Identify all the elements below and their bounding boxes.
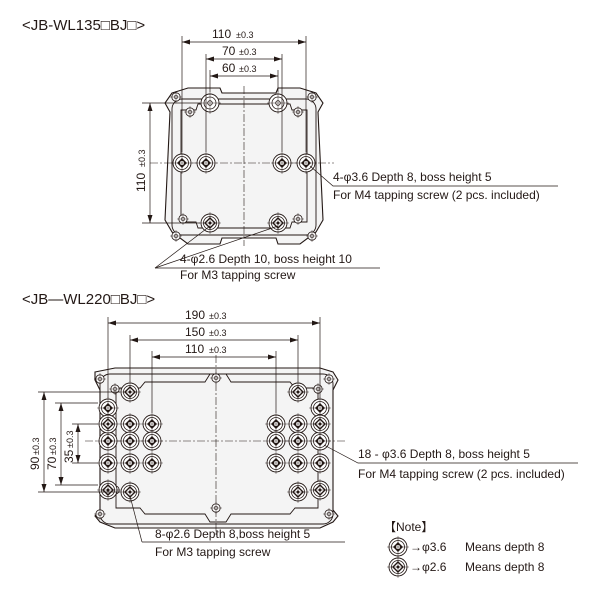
note-row1-arrow: →φ3.6 — [410, 540, 447, 554]
dim-value: 70 — [45, 456, 59, 470]
dim-value: 150 — [185, 325, 205, 339]
jb-wl135-title: <JB-WL135□BJ□> — [22, 17, 145, 34]
jb-wl220-dim-90: 90 ±0.3 — [28, 391, 120, 493]
dim-value: 110 — [212, 27, 231, 41]
callout-text: For M4 tapping screw (2 pcs. included) — [358, 467, 565, 481]
jb-wl135-view: <JB-WL135□BJ□> 110 ± — [22, 17, 558, 282]
dim-value: 90 — [28, 456, 42, 470]
dim-value: 110 — [185, 342, 204, 356]
dim-value: 190 — [185, 308, 205, 322]
note-row1-text: Means depth 8 — [465, 540, 545, 554]
legend-note: 【Note】 →φ3.6 Means depth 8 →φ2.6 Means d… — [384, 520, 545, 579]
note-title: 【Note】 — [384, 520, 433, 534]
jb-wl135-dim-60: 60 ±0.3 — [209, 61, 279, 92]
dim-tolerance: ±0.3 — [137, 150, 147, 167]
note-row2-text: Means depth 8 — [465, 560, 545, 574]
callout-text: For M3 tapping screw — [180, 268, 296, 282]
jb-wl220-dim-35: 35 ±0.3 — [62, 423, 98, 464]
dim-tolerance: ±0.3 — [239, 64, 256, 74]
jb-wl220-view: <JB―WL220□BJ□> — [22, 291, 578, 559]
jb-wl220-title: <JB―WL220□BJ□> — [22, 291, 155, 308]
dim-tolerance: ±0.3 — [239, 47, 256, 57]
dim-value: 60 — [222, 61, 236, 75]
jb-wl220-callout-m3: 8-φ2.6 Depth 8,boss height 5 For M3 tapp… — [129, 495, 345, 559]
dim-tolerance: ±0.3 — [48, 438, 58, 455]
dim-tolerance: ±0.3 — [236, 30, 253, 40]
callout-text: For M3 tapping screw — [155, 545, 271, 559]
dim-value: 35 — [62, 449, 76, 463]
small-hole-symbol-icon — [386, 555, 410, 579]
jb-wl135-dim-70: 70 ±0.3 — [205, 44, 283, 152]
jb-wl135-inner-wall — [180, 103, 308, 229]
note-row2-arrow: →φ2.6 — [410, 560, 447, 574]
jb-wl220-callout-m4: 18 - φ3.6 Depth 8, boss height 5 For M4 … — [323, 444, 578, 481]
dim-tolerance: ±0.3 — [209, 328, 226, 338]
jb-wl220-inner-wall — [115, 373, 319, 523]
jb-wl135-dim-110-horizontal: 110 ±0.3 — [181, 27, 307, 152]
callout-text: 8-φ2.6 Depth 8,boss height 5 — [155, 527, 311, 541]
jb-wl135-callout-m3: 4-φ2.6 Depth 10, boss height 10 For M3 t… — [154, 225, 380, 282]
jb-wl220-dim-190: 190 ±0.3 — [107, 308, 321, 398]
jb-wl135-body — [171, 98, 317, 236]
jb-wl220-dim-110: 110 ±0.3 — [151, 342, 277, 413]
dim-tolerance: ±0.3 — [209, 345, 226, 355]
jb-wl220-dim-150: 150 ±0.3 — [129, 325, 299, 382]
dim-tolerance: ±0.3 — [209, 311, 226, 321]
dim-value: 70 — [222, 44, 236, 58]
dim-tolerance: ±0.3 — [65, 431, 75, 448]
dim-tolerance: ±0.3 — [31, 438, 41, 455]
jb-wl220-dim-70: 70 ±0.3 — [45, 402, 98, 486]
callout-text: 4-φ3.6 Depth 8, boss height 5 — [333, 170, 492, 184]
jb-wl135-dim-110-vertical: 110 ±0.3 — [134, 102, 200, 224]
dim-value: 110 — [134, 173, 148, 192]
callout-text: 4-φ2.6 Depth 10, boss height 10 — [180, 252, 352, 266]
large-hole-symbol-icon — [386, 535, 410, 559]
callout-text: 18 - φ3.6 Depth 8, boss height 5 — [358, 447, 530, 461]
jb-wl135-callout-m4: 4-φ3.6 Depth 8, boss height 5 For M4 tap… — [309, 165, 558, 202]
callout-text: For M4 tapping screw (2 pcs. included) — [333, 188, 540, 202]
